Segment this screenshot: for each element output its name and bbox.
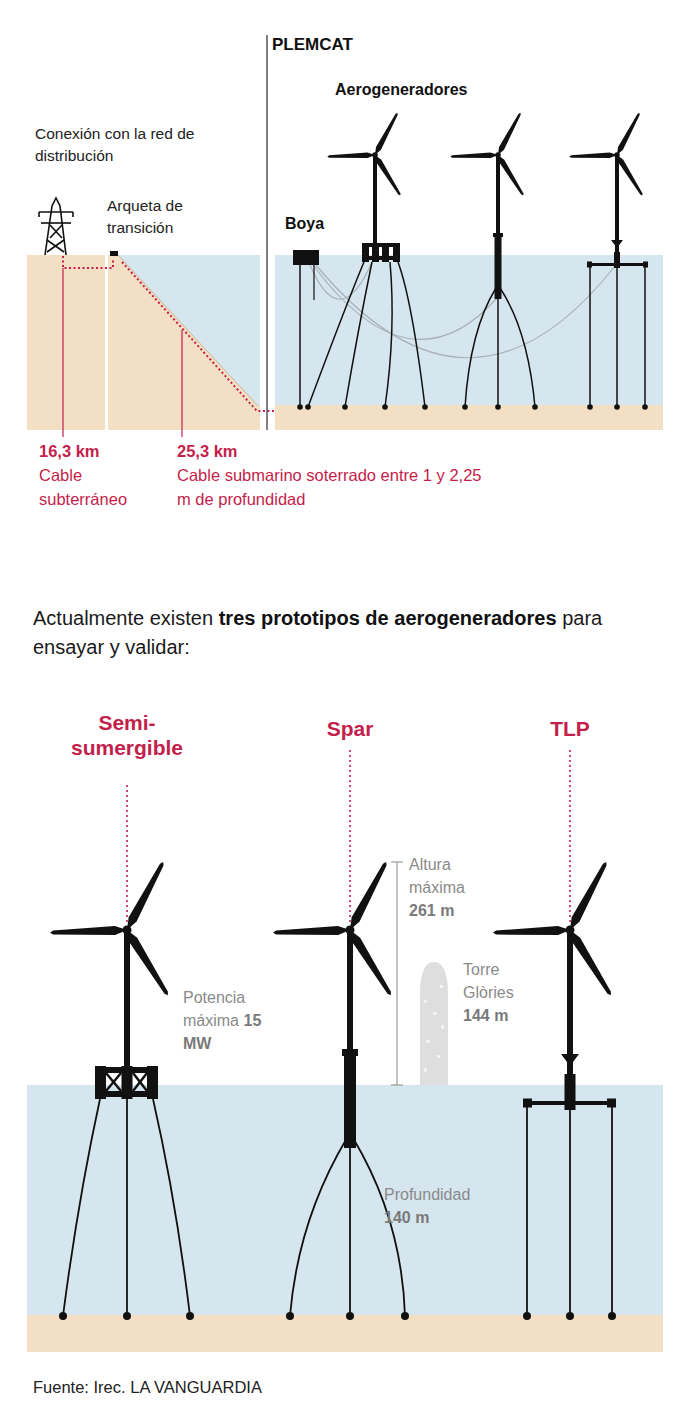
spec-label: Potencia máxima (183, 989, 245, 1029)
landmark-label: Torre Glòries (463, 958, 543, 1004)
text-group: Arqueta de transición (107, 195, 237, 240)
text-group: Potencia máxima15 MW (183, 986, 288, 1056)
prototype-name: Spar (300, 716, 400, 741)
grid-connection-label: Conexión con la red de distribución (35, 123, 205, 168)
transition-box-label: Arqueta de transición (107, 195, 237, 240)
spec-label: Altura máxima (409, 853, 504, 899)
section-title: PLEMCAT (272, 33, 472, 58)
source-caption: Fuente: Irec. LA VANGUARDIA (33, 1376, 533, 1400)
distance-value: 16,3 km (39, 440, 164, 464)
text-group: Conexión con la red de distribución (35, 123, 205, 168)
text-group: Altura máxima261 m (409, 853, 504, 923)
text-group: TLP (520, 716, 620, 741)
text-group: PLEMCAT (272, 33, 472, 58)
text-group: Spar (300, 716, 400, 741)
cable-label: Cable submarino soterrado entre 1 y 2,25… (177, 464, 487, 512)
turbines-label: Aerogeneradores (335, 78, 535, 101)
prototype-name: Semi-sumergible (62, 710, 192, 760)
text-group: 25,3 kmCable submarino soterrado entre 1… (177, 440, 487, 512)
text-group: Profundidad140 m (384, 1183, 514, 1229)
prototype-name: TLP (520, 716, 620, 741)
spec-value: 144 m (463, 1004, 543, 1027)
intro-text-bold: tres prototipos de aerogeneradores (219, 607, 557, 629)
text-group: Boya (285, 212, 345, 235)
text-group: Aerogeneradores (335, 78, 535, 101)
text-group: Semi-sumergible (62, 710, 192, 760)
text-group: Actualmente existen tres prototipos de ae… (33, 604, 663, 662)
text-group: Fuente: Irec. LA VANGUARDIA (33, 1376, 533, 1400)
intro-text: Actualmente existen (33, 607, 213, 629)
spec-value: 261 m (409, 899, 504, 922)
buoy-label: Boya (285, 212, 345, 235)
spec-label: Profundidad (384, 1183, 514, 1206)
text-group: 16,3 kmCable subterráneo (39, 440, 164, 512)
text-group: Torre Glòries144 m (463, 958, 543, 1028)
distance-value: 25,3 km (177, 440, 487, 464)
spec-value: 140 m (384, 1206, 514, 1229)
cable-label: Cable subterráneo (39, 464, 164, 512)
